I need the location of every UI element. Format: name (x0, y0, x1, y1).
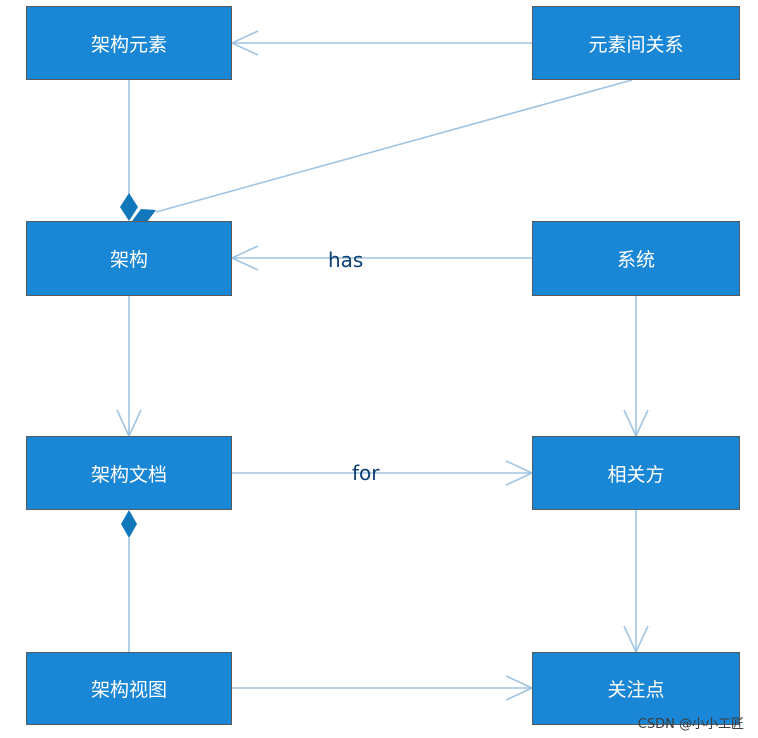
edge-relations-to-architecture (155, 79, 633, 213)
edge-relations-to-elements-arrowhead (230, 30, 259, 56)
node-architecture-elements: 架构元素 (26, 6, 232, 80)
node-concern: 关注点 (532, 652, 740, 725)
node-element-relations: 元素间关系 (532, 6, 740, 80)
watermark: CSDN @小小工匠 (637, 717, 744, 732)
aggregation-diamond-icon (120, 193, 138, 221)
node-system: 系统 (532, 221, 740, 296)
composition-diamond-icon (121, 510, 137, 538)
edge-system-to-architecture-arrowhead (230, 245, 259, 271)
aggregation-diamond-icon (132, 209, 156, 222)
edge-label-has: has (328, 248, 364, 272)
node-architecture-view: 架构视图 (26, 652, 232, 725)
node-stakeholder: 相关方 (532, 436, 740, 510)
node-architecture: 架构 (26, 221, 232, 296)
node-architecture-document: 架构文档 (26, 436, 232, 510)
edge-label-for: for (352, 461, 380, 485)
